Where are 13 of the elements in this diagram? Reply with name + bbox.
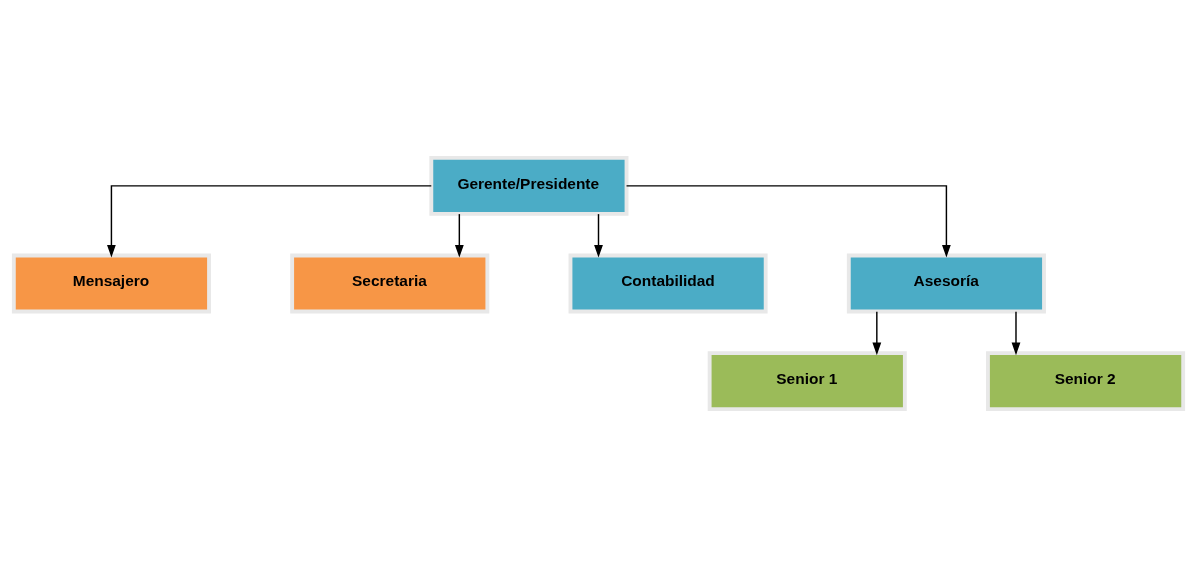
node-box: Mensajero bbox=[11, 253, 211, 314]
node-box: Secretaria bbox=[290, 253, 490, 314]
node-box: Senior 1 bbox=[707, 351, 907, 412]
arrow bbox=[1011, 311, 1021, 356]
arrow bbox=[594, 213, 603, 258]
node-box: Contabilidad bbox=[568, 253, 768, 314]
arrow bbox=[872, 311, 882, 356]
node-box: Asesoría bbox=[846, 253, 1046, 314]
node-box: Gerente/Presidente bbox=[429, 155, 629, 216]
node-box: Senior 2 bbox=[986, 351, 1186, 412]
arrow bbox=[454, 213, 464, 258]
arrow bbox=[107, 185, 433, 258]
arrow bbox=[625, 185, 951, 258]
